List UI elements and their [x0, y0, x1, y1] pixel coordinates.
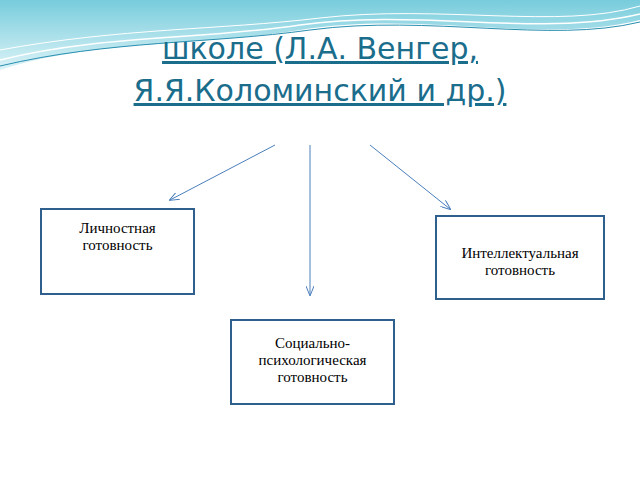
readiness-box: Социально-психологическая готовность: [230, 319, 395, 405]
slide-title: школе (Л.А. Венгер, Я.Я.Коломинский и др…: [60, 28, 580, 112]
readiness-box: Интеллектуальная готовность: [435, 215, 605, 300]
box-label: Социально-психологическая готовность: [240, 335, 385, 386]
readiness-box: Личностная готовность: [40, 208, 195, 295]
box-label: Личностная готовность: [50, 220, 185, 254]
box-label: Интеллектуальная готовность: [445, 245, 595, 279]
